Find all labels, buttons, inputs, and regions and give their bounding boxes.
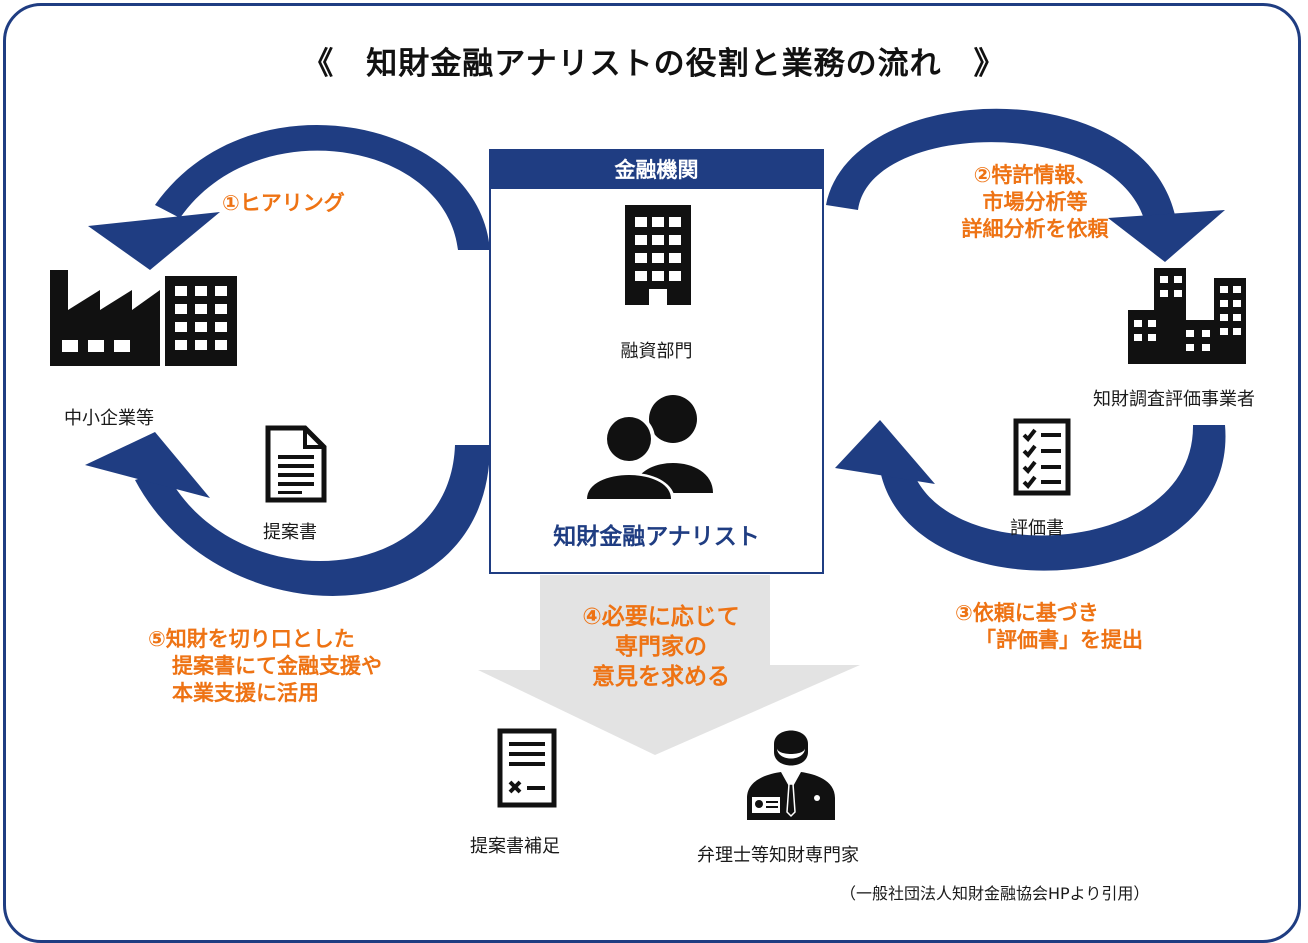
evaluation-report-label: 評価書 [1010,518,1064,539]
city-buildings-icon [1128,268,1246,364]
expert-label: 弁理士等知財専門家 [697,845,859,866]
step5-line2: 提案書にて金融支援や [172,654,382,678]
contract-icon [497,728,557,808]
step1-hearing: ①ヒアリング [222,191,345,215]
step2-line2: 市場分析等 [982,190,1088,214]
step5-line3: 本業支援に活用 [172,681,319,705]
businessman-icon [747,730,835,820]
citation: （一般社団法人知財金融協会HPより引用） [840,884,1150,903]
office-building-icon [165,276,237,366]
document-icon [265,425,327,503]
page-title: 《 知財金融アナリストの役割と業務の流れ 》 [302,46,1006,82]
analyst-label: 知財金融アナリスト [553,524,760,550]
company-label: 中小企業等 [64,408,154,429]
checklist-icon [1013,418,1071,496]
supplement-label: 提案書補足 [470,836,560,857]
bank-header: 金融機関 [491,151,822,189]
bank-building-icon [625,205,691,305]
financing-department-label: 融資部門 [620,341,693,362]
bank-box: 金融機関 融資部門 知財金融アナリスト [489,149,824,574]
proposal-label: 提案書 [263,522,317,543]
step2-line1: ②特許情報、 [973,163,1097,187]
flow-arrows [85,108,1226,755]
step4-line3: 意見を求める [592,664,730,690]
people-icon [583,395,713,501]
step4-line1: ④必要に応じて [582,604,740,630]
arrow-report [835,420,1226,571]
step4-line2: 専門家の [615,634,707,660]
step2-request: ②特許情報、 市場分析等 詳細分析を依頼 [935,162,1135,243]
factory-icon [50,270,160,366]
step5-utilize: ⑤知財を切り口とした 提案書にて金融支援や 本業支援に活用 [148,626,382,707]
arrow-hearing [88,125,490,270]
step5-line1: ⑤知財を切り口とした [148,627,355,651]
step2-line3: 詳細分析を依頼 [961,217,1109,241]
evaluator-label: 知財調査評価事業者 [1093,389,1255,410]
arrow-expert-opinion [478,575,860,755]
step3-line2: 「評価書」を提出 [975,628,1143,652]
step3-submit: ③依頼に基づき 「評価書」を提出 [955,600,1143,654]
arrow-request [826,108,1225,262]
step3-line1: ③依頼に基づき [955,601,1099,625]
arrow-proposal [85,432,490,596]
step4-expert-opinion: ④必要に応じて 専門家の 意見を求める [530,602,792,692]
